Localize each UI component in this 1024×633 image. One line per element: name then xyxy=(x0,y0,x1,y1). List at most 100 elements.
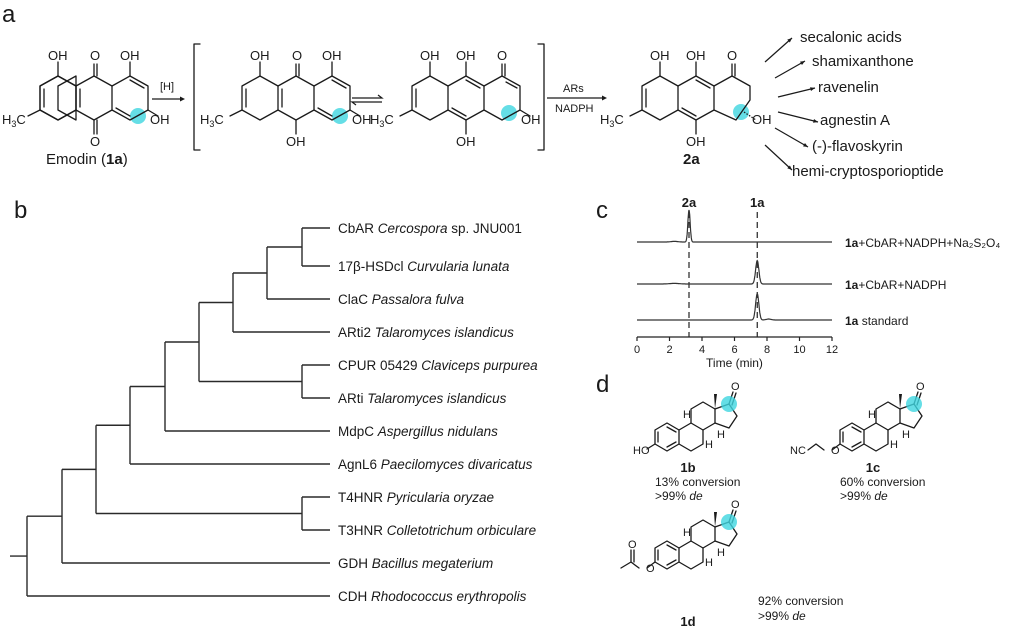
atom-oh: OH xyxy=(686,134,706,149)
enzyme-label: ARs xyxy=(563,83,584,95)
arrowhead xyxy=(813,118,818,123)
x-tick-label: 0 xyxy=(634,344,640,356)
atom-oh: OH xyxy=(150,112,170,127)
x-tick-label: 6 xyxy=(731,344,737,356)
downstream-product-label: ravenelin xyxy=(818,79,879,96)
emodin-label: Emodin (1a) xyxy=(46,151,128,168)
bracket-right xyxy=(537,43,545,151)
panel-label-a: a xyxy=(2,1,16,28)
atom-o: O xyxy=(731,499,740,511)
arrowhead xyxy=(787,165,792,170)
panel-label-c: c xyxy=(596,197,608,224)
bracket-left xyxy=(193,43,201,151)
atom-o: O xyxy=(90,48,100,63)
trace-label: 1a+CbAR+NADPH+Na₂S₂O₄ xyxy=(845,236,1000,250)
downstream-product-label: shamixanthone xyxy=(812,53,914,70)
de-text: >99% de xyxy=(758,609,806,623)
atom-o: O xyxy=(831,445,840,457)
atom-o: O xyxy=(646,563,655,575)
chromatogram-trace xyxy=(637,292,832,321)
atom-h: H xyxy=(683,409,691,421)
methyl-group: H3C xyxy=(600,112,624,129)
tree-leaf-label: AgnL6 Paecilomyces divaricatus xyxy=(338,457,533,472)
tree-leaf-label: 17β-HSDcl Curvularia lunata xyxy=(338,259,510,274)
conversion-text: 60% conversion xyxy=(840,475,925,489)
methyl-group: H3C xyxy=(200,112,224,129)
reaction-site-highlight xyxy=(906,396,922,412)
atom-oh: OH xyxy=(456,48,476,63)
atom-h: H xyxy=(705,439,713,451)
panel-label-b: b xyxy=(14,197,27,224)
chromatogram-trace xyxy=(637,209,832,243)
compound-label: 1c xyxy=(866,460,880,475)
product-arrow xyxy=(777,87,816,98)
downstream-product-label: secalonic acids xyxy=(800,29,902,46)
conversion-text: 13% conversion xyxy=(655,475,740,489)
compound-label: 1d xyxy=(680,614,695,629)
structure-intermediate-tautomer: OH OH O OH OH H3C xyxy=(370,48,541,149)
product-arrow xyxy=(764,144,793,171)
tree-leaf-label: CbAR Cercospora sp. JNU001 xyxy=(338,221,522,236)
structure-intermediate-anthrol: OH O OH OH OH H3C xyxy=(200,48,372,149)
de-text: >99% de xyxy=(840,489,888,503)
x-tick-label: 12 xyxy=(826,344,838,356)
atom-oh: OH xyxy=(420,48,440,63)
atom-oh: OH xyxy=(352,112,372,127)
atom-ho: HO xyxy=(633,445,650,457)
atom-o: O xyxy=(90,134,100,149)
phylogenetic-tree xyxy=(10,227,330,597)
downstream-products: secalonic acids shamixanthone ravenelin agn… xyxy=(764,29,944,180)
tree-leaf-label: ARti Talaromyces islandicus xyxy=(338,391,507,406)
x-axis-label: Time (min) xyxy=(706,356,763,370)
structure-emodin: OH O OH O OH H3C Emodin (1a) xyxy=(2,48,170,168)
product-label-2a: 2a xyxy=(683,151,700,168)
arrowhead xyxy=(803,143,808,147)
equilibrium-arrows xyxy=(350,94,384,106)
atom-h: H xyxy=(683,527,691,539)
atom-oh: OH xyxy=(752,112,772,127)
peak-label-2a: 2a xyxy=(682,195,697,210)
peak-label-1a: 1a xyxy=(750,195,765,210)
tree-leaf-label: ClaC Passalora fulva xyxy=(338,292,465,307)
product-arrow xyxy=(774,60,806,79)
reaction-site-highlight xyxy=(721,396,737,412)
atom-o: O xyxy=(916,381,925,393)
tree-leaf-label: CPUR 05429 Claviceps purpurea xyxy=(338,358,538,373)
panel-label-d: d xyxy=(596,371,609,398)
atom-oh: OH xyxy=(48,48,68,63)
cofactor-label: NADPH xyxy=(555,103,594,115)
product-arrow xyxy=(764,37,793,63)
atom-h: H xyxy=(705,557,713,569)
atom-o: O xyxy=(292,48,302,63)
reduction-arrow: [H] xyxy=(152,81,185,102)
tree-leaf-label: T3HNR Colletotrichum orbiculare xyxy=(338,523,536,538)
product-arrow xyxy=(777,111,819,123)
x-tick-label: 2 xyxy=(666,344,672,356)
atom-h: H xyxy=(717,429,725,441)
tree-leaf-labels: CbAR Cercospora sp. JNU001 17β-HSDcl Curv… xyxy=(338,221,538,604)
atom-o: O xyxy=(497,48,507,63)
atom-oh: OH xyxy=(686,48,706,63)
trace-label: 1a standard xyxy=(845,314,908,328)
atom-oh: OH xyxy=(456,134,476,149)
atom-o: O xyxy=(727,48,737,63)
tree-leaf-label: GDH Bacillus megaterium xyxy=(338,556,493,571)
tree-leaf-label: ARti2 Talaromyces islandicus xyxy=(338,325,514,340)
compound-label: 1b xyxy=(680,460,695,475)
downstream-product-label: hemi-cryptosporioptide xyxy=(792,163,944,180)
structure-2a: OH OH O OH OH H3C 2a xyxy=(600,48,772,168)
x-tick-label: 4 xyxy=(699,344,705,356)
atom-nc: NC xyxy=(790,445,806,457)
atom-h: H xyxy=(902,429,910,441)
atom-h: H xyxy=(717,547,725,559)
arrowhead xyxy=(810,87,815,91)
atom-h: H xyxy=(868,409,876,421)
atom-oh: OH xyxy=(286,134,306,149)
downstream-product-label: agnestin A xyxy=(820,112,890,129)
atom-oh: OH xyxy=(521,112,541,127)
de-text: >99% de xyxy=(655,489,703,503)
